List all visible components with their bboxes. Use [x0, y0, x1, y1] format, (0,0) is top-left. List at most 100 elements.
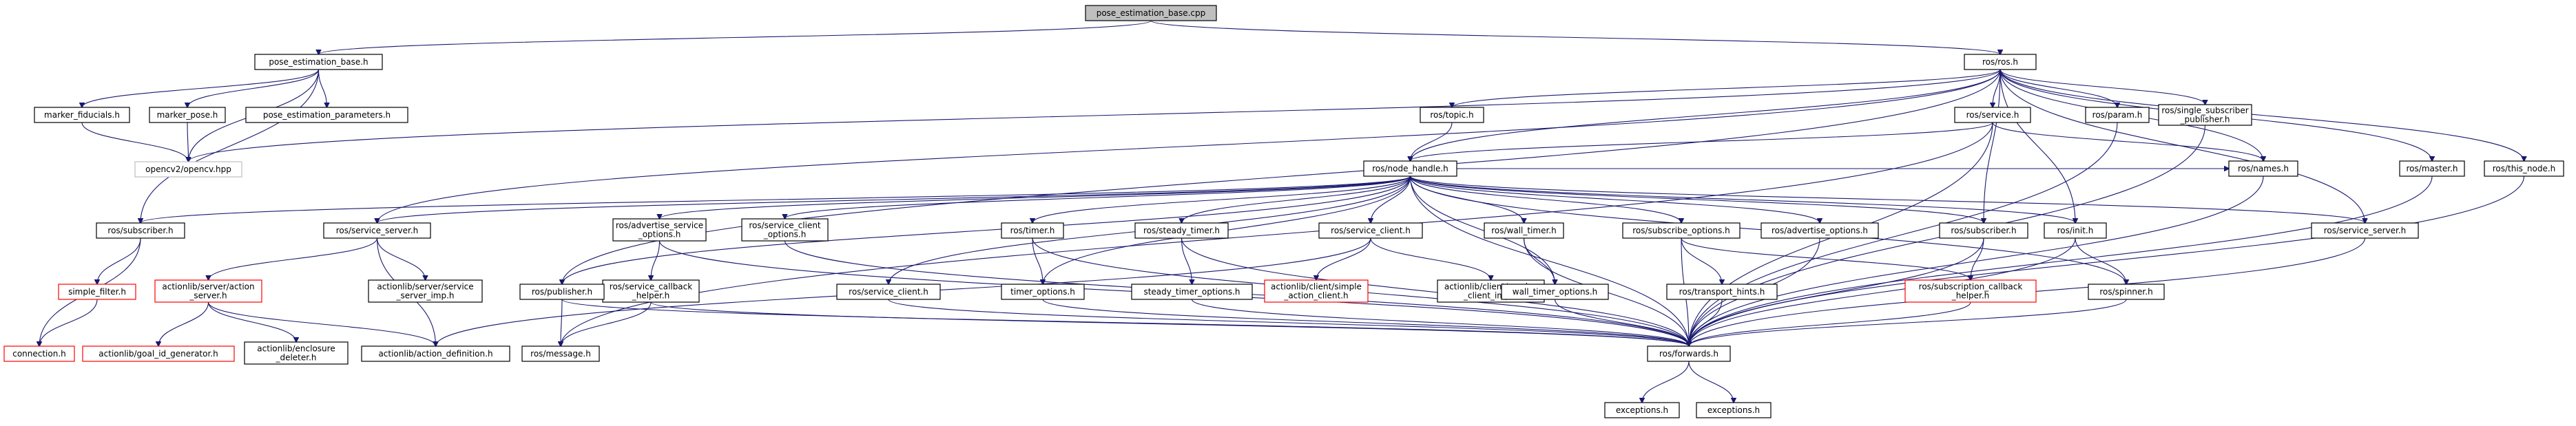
node-box: [368, 279, 483, 303]
node-ros-this-node-h[interactable]: ros/this_node.h: [2484, 160, 2564, 177]
node-box: [2085, 107, 2150, 123]
node-ros-service-server-h-left[interactable]: ros/service_server.h: [323, 222, 431, 239]
node-ros-forwards-h[interactable]: ros/forwards.h: [1647, 345, 1731, 362]
node-ros-node-handle-h[interactable]: ros/node_handle.h: [1363, 160, 1457, 177]
node-ros-advertise-service-options-h[interactable]: ros/advertise_service_options.h: [612, 218, 707, 242]
node-ros-subscriber-h-left[interactable]: ros/subscriber.h: [96, 222, 185, 239]
edge-timer-options-h-to-ros-forwards-h: [1042, 299, 1689, 346]
edge-ros-service-client-h-mid-to-actionlib-client-simple-action-client-h: [1316, 237, 1371, 280]
node-timer-options-h[interactable]: timer_options.h: [1001, 284, 1085, 300]
node-label: ros/steady_timer.h: [1143, 226, 1220, 235]
node-ros-subscriber-h-right[interactable]: ros/subscriber.h: [1939, 222, 2028, 239]
node-box: [34, 107, 130, 123]
node-ros-steady-timer-h[interactable]: ros/steady_timer.h: [1134, 222, 1229, 239]
node-label: actionlib/server/service: [377, 282, 473, 292]
node-label: ros/service_server.h: [336, 226, 419, 235]
edge-simple-filter-h-to-connection-h: [39, 299, 98, 346]
node-label: ros/service_server.h: [2324, 226, 2407, 235]
edge-pose-estimation-base-cpp-to-pose-estimation-base-h: [319, 20, 1152, 54]
node-ros-subscription-callback-helper-h[interactable]: ros/subscription_callback_helper.h: [1904, 279, 2037, 303]
node-box: [612, 218, 707, 242]
node-label: ros/subscriber.h: [1951, 226, 2016, 235]
node-ros-service-h[interactable]: ros/service.h: [1954, 107, 2031, 123]
node-label: actionlib/enclosure: [257, 344, 335, 354]
edge-actionlib-server-action-server-h-to-actionlib-action-definition-h: [207, 301, 436, 346]
node-ros-publisher-h[interactable]: ros/publisher.h: [519, 284, 605, 300]
node-label: _helper.h: [1951, 291, 1990, 301]
node-actionlib-enclosure-deleter-h[interactable]: actionlib/enclosure_deleter.h: [244, 341, 349, 365]
edge-pose-estimation-base-cpp-to-ros-ros-h: [1150, 20, 2000, 54]
node-box: [134, 161, 242, 178]
node-ros-spinner-h[interactable]: ros/spinner.h: [2088, 284, 2165, 300]
node-ros-names-h[interactable]: ros/names.h: [2228, 160, 2298, 177]
node-label: actionlib/server/action: [162, 282, 254, 292]
edge-ros-service-client-h-low-to-ros-forwards-h: [888, 299, 1689, 346]
edge-ros-subscriber-h-right-to-ros-forwards-h: [1689, 237, 1984, 346]
node-exceptions-h-left[interactable]: exceptions.h: [1604, 402, 1680, 418]
node-label: ros/topic.h: [1430, 110, 1473, 120]
node-ros-service-client-h-mid[interactable]: ros/service_client.h: [1318, 222, 1423, 239]
node-pose-estimation-base-h[interactable]: pose_estimation_base.h: [254, 54, 383, 70]
edge-ros-node-handle-h-to-ros-service-server-h-right: [1409, 175, 2365, 223]
node-ros-single-subscriber-publisher-h[interactable]: ros/single_subscriber_publisher.h: [2158, 104, 2252, 126]
node-actionlib-client-simple-action-client-h[interactable]: actionlib/client/simple_action_client.h: [1264, 279, 1369, 303]
node-box: [361, 345, 510, 362]
node-box: [1264, 279, 1369, 303]
node-ros-subscribe-options-h[interactable]: ros/subscribe_options.h: [1622, 222, 1741, 239]
node-box: [521, 345, 600, 362]
node-exceptions-h-right[interactable]: exceptions.h: [1696, 402, 1772, 418]
node-box: [2311, 222, 2419, 239]
node-marker-fiducials-h[interactable]: marker_fiducials.h: [34, 107, 130, 123]
edge-ros-node-handle-h-to-ros-forwards-h: [1409, 175, 1690, 346]
node-box: [3, 345, 75, 362]
node-box: [2158, 104, 2252, 126]
node-actionlib-action-definition-h[interactable]: actionlib/action_definition.h: [361, 345, 510, 362]
node-label: ros/param.h: [2092, 110, 2143, 120]
node-label: ros/subscription_callback: [1919, 282, 2023, 292]
node-ros-service-server-h-right[interactable]: ros/service_server.h: [2311, 222, 2419, 239]
node-ros-transport-hints-h[interactable]: ros/transport_hints.h: [1666, 284, 1778, 300]
edge-ros-publisher-h-to-ros-forwards-h: [561, 299, 1689, 346]
node-box: [244, 341, 349, 365]
node-box: [1604, 402, 1680, 418]
edge-ros-node-handle-h-to-ros-service-client-options-h: [785, 175, 1411, 219]
edge-ros-init-h-to-ros-forwards-h: [1689, 237, 2076, 346]
node-label: ros/service_client: [749, 221, 821, 231]
node-pose-estimation-parameters-h[interactable]: pose_estimation_parameters.h: [245, 107, 408, 123]
edge-ros-ros-h-to-ros-param-h: [1999, 69, 2117, 107]
node-actionlib-server-action-server-h[interactable]: actionlib/server/action_server.h: [154, 279, 262, 303]
node-actionlib-server-service-server-imp-h[interactable]: actionlib/server/service_server_imp.h: [368, 279, 483, 303]
node-wall-timer-options-h[interactable]: wall_timer_options.h: [1501, 284, 1609, 300]
node-label: ros/names.h: [2238, 164, 2289, 173]
node-label: _action_client.h: [1283, 291, 1348, 301]
node-label: _deleter.h: [275, 353, 316, 363]
node-steady-timer-options-h[interactable]: steady_timer_options.h: [1131, 284, 1253, 300]
edge-ros-master-h-to-ros-forwards-h: [1689, 175, 2433, 346]
edge-ros-subscription-callback-helper-h-to-ros-forwards-h: [1689, 301, 1971, 346]
node-ros-service-client-options-h[interactable]: ros/service_client_options.h: [741, 218, 829, 242]
node-ros-master-h[interactable]: ros/master.h: [2399, 160, 2465, 177]
node-label: ros/subscriber.h: [107, 226, 173, 235]
node-ros-service-client-h-low[interactable]: ros/service_client.h: [836, 284, 941, 300]
node-opencv-hpp[interactable]: opencv2/opencv.hpp: [134, 161, 242, 178]
node-ros-service-callback-helper-h[interactable]: ros/service_callback_helper.h: [602, 279, 700, 303]
node-ros-topic-h[interactable]: ros/topic.h: [1420, 107, 1484, 123]
node-ros-ros-h[interactable]: ros/ros.h: [1964, 54, 2037, 70]
node-simple-filter-h[interactable]: simple_filter.h: [58, 284, 136, 300]
node-actionlib-goal-id-generator-h[interactable]: actionlib/goal_id_generator.h: [82, 345, 235, 362]
node-box: [1363, 160, 1457, 177]
edge-ros-publisher-h-to-ros-message-h: [561, 299, 562, 346]
node-ros-message-h[interactable]: ros/message.h: [521, 345, 600, 362]
node-pose-estimation-base-cpp[interactable]: pose_estimation_base.cpp: [1085, 5, 1217, 21]
node-marker-pose-h[interactable]: marker_pose.h: [149, 107, 226, 123]
node-box: [323, 222, 431, 239]
node-ros-advertise-options-h[interactable]: ros/advertise_options.h: [1760, 222, 1879, 239]
node-label: ros/forwards.h: [1659, 349, 1718, 359]
edge-ros-ros-h-to-ros-node-handle-h: [1411, 69, 2001, 161]
node-ros-init-h[interactable]: ros/init.h: [2044, 222, 2107, 239]
node-ros-wall-timer-h[interactable]: ros/wall_timer.h: [1484, 222, 1564, 239]
node-connection-h[interactable]: connection.h: [3, 345, 75, 362]
node-ros-timer-h[interactable]: ros/timer.h: [1001, 222, 1064, 239]
node-ros-param-h[interactable]: ros/param.h: [2085, 107, 2150, 123]
edge-wall-timer-options-h-to-ros-forwards-h: [1554, 299, 1690, 346]
